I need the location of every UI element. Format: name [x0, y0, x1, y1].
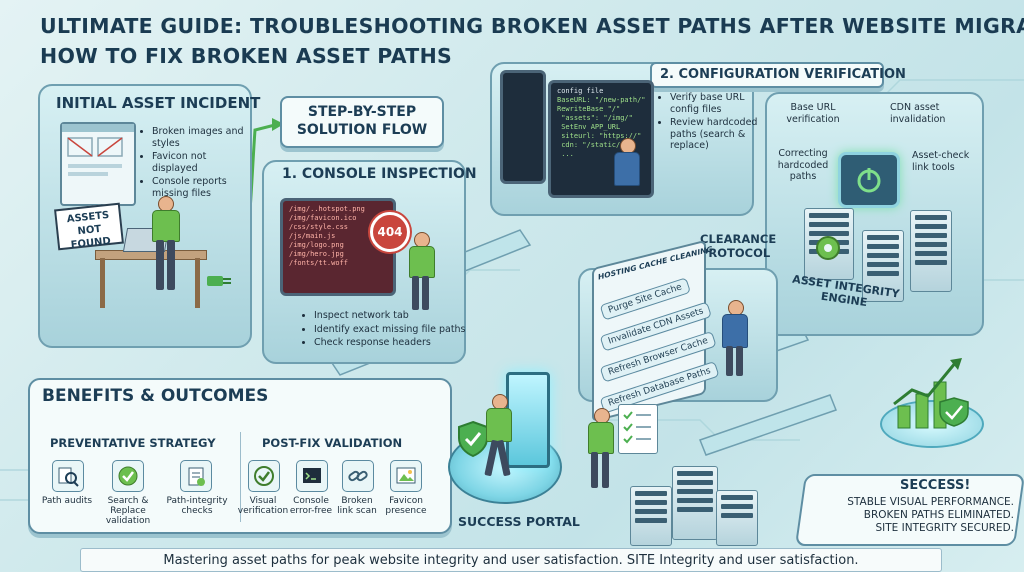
portal-door — [506, 372, 550, 468]
engine-server — [862, 230, 904, 302]
engine-item-link-tools: Asset-check link tools — [912, 150, 970, 173]
check-badge-icon — [112, 460, 144, 492]
success-line: STABLE VISUAL PERFORMANCE. — [847, 496, 1014, 508]
broken-browser-window — [60, 122, 136, 206]
console-bullet: Check response headers — [314, 337, 474, 349]
config-header-box: 2. CONFIGURATION VERIFICATION — [650, 62, 906, 88]
footer-banner: Mastering asset paths for peak website i… — [80, 548, 942, 572]
engine-server — [910, 210, 952, 292]
config-screen-title: config file — [557, 87, 604, 95]
flow-label-box: STEP-BY-STEP SOLUTION FLOW — [280, 96, 444, 148]
config-bullets: Verify base URL config files Review hard… — [658, 92, 770, 154]
broken-image-icon — [67, 137, 123, 176]
postfix-item-label: Console error-free — [289, 496, 333, 516]
portal-label: SUCCESS PORTAL — [458, 514, 580, 529]
success-line: SITE INTEGRITY SECURED. — [875, 522, 1014, 534]
engine-item-base-url: Base URL verification — [786, 102, 840, 125]
preventative-item-label: Path audits — [41, 496, 93, 506]
incident-bullet: Broken images and styles — [152, 126, 252, 149]
preventative-header: PREVENTATIVE STRATEGY — [50, 436, 216, 450]
engine-item-hardcoded: Correcting hardcoded paths — [777, 148, 829, 182]
incident-bullet: Favicon not displayed — [152, 151, 252, 174]
incident-bullet: Console reports missing files — [152, 176, 252, 199]
footer-text: Mastering asset paths for peak website i… — [163, 552, 859, 568]
config-header: 2. CONFIGURATION VERIFICATION — [660, 67, 906, 82]
clipboard-icon — [180, 460, 212, 492]
terminal-icon — [296, 460, 328, 492]
postfix-item-label: Favicon presence — [385, 496, 427, 516]
console-bullet: Inspect network tab — [314, 310, 474, 322]
magnifier-icon — [52, 460, 84, 492]
server-rack — [630, 486, 672, 546]
link-icon — [342, 460, 374, 492]
server-rack — [672, 466, 718, 540]
page-subtitle: HOW TO FIX BROKEN ASSET PATHS — [40, 44, 453, 68]
console-header: 1. CONSOLE INSPECTION — [282, 166, 477, 182]
check-circle-icon — [248, 460, 280, 492]
flow-header: STEP-BY-STEP SOLUTION FLOW — [296, 104, 428, 138]
config-bullet: Verify base URL config files — [670, 92, 770, 115]
engine-item-cdn: CDN asset invalidation — [890, 102, 946, 125]
plug-icon — [207, 276, 231, 286]
preventative-item-label: Path-integrity checks — [166, 496, 228, 516]
shield-check-icon — [458, 420, 488, 458]
success-header: SECCESS! — [900, 478, 971, 493]
postfix-item-label: Visual verification — [237, 496, 289, 516]
image-icon — [390, 460, 422, 492]
success-line: BROKEN PATHS ELIMINATED. — [863, 509, 1014, 521]
config-side-screen — [500, 70, 546, 184]
postfix-item-label: Broken link scan — [337, 496, 377, 516]
checklist-icon — [618, 404, 658, 454]
error-404-badge: 404 — [370, 212, 410, 252]
server-rack — [716, 490, 758, 546]
growth-chart-icon — [893, 358, 969, 429]
console-bullets: Inspect network tab Identify exact missi… — [302, 310, 474, 351]
success-lines: STABLE VISUAL PERFORMANCE. BROKEN PATHS … — [826, 496, 1014, 535]
incident-bullets: Broken images and styles Favicon not dis… — [140, 126, 252, 201]
page-title: ULTIMATE GUIDE: TROUBLESHOOTING BROKEN A… — [40, 14, 1024, 38]
postfix-header: POST-FIX VALIDATION — [262, 436, 403, 450]
preventative-item-label: Search & Replace validation — [105, 496, 151, 526]
clearance-label: CLEARANCE PROTOCOL — [700, 232, 777, 260]
console-bullet: Identify exact missing file paths — [314, 324, 474, 336]
gear-icon — [816, 236, 840, 260]
assets-not-found-sign: ASSETS NOT FOUND — [54, 202, 124, 251]
incident-header: INITIAL ASSET INCIDENT — [56, 94, 261, 112]
benefits-header: BENEFITS & OUTCOMES — [42, 386, 269, 406]
config-bullet: Review hardcoded paths (search & replace… — [670, 117, 770, 152]
power-icon — [838, 152, 900, 208]
